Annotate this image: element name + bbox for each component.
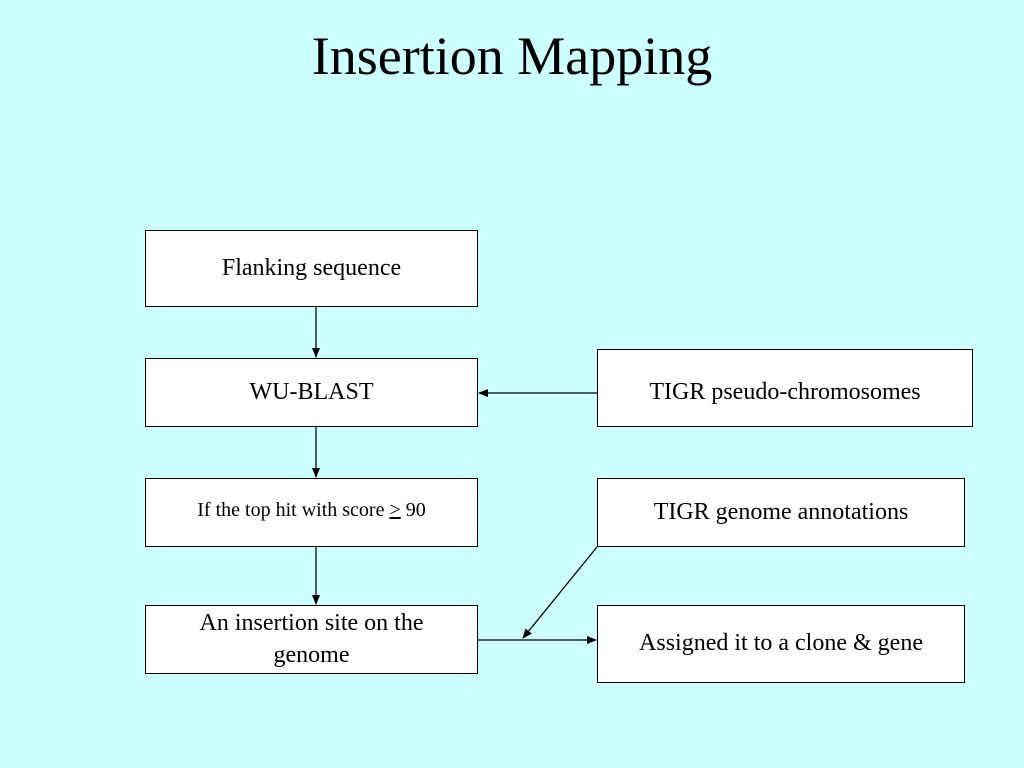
- wu-blast-label: WU-BLAST: [249, 378, 374, 405]
- top-hit-prefix: If the top hit with score: [197, 499, 390, 521]
- top-hit-condition-label: If the top hit with score > 90: [197, 497, 425, 523]
- tigr-genome-annotations-label: TIGR genome annotations: [653, 498, 909, 525]
- top-hit-condition-box: If the top hit with score > 90: [145, 478, 478, 547]
- insertion-site-line-1: An insertion site on the: [199, 610, 424, 637]
- arrow-annotations-to-join: [522, 546, 598, 639]
- assigned-clone-gene-box: Assigned it to a clone & gene: [597, 605, 965, 683]
- tigr-pseudo-chromosomes-label: TIGR pseudo-chromosomes: [649, 379, 921, 405]
- flanking-sequence-box: Flanking sequence: [145, 230, 478, 307]
- flanking-sequence-label: Flanking sequence: [221, 254, 402, 281]
- assigned-clone-gene-label: Assigned it to a clone & gene: [639, 630, 923, 657]
- slide-title: Insertion Mapping: [311, 26, 713, 86]
- wu-blast-box: WU-BLAST: [145, 358, 478, 427]
- tigr-pseudo-chromosomes-box: TIGR pseudo-chromosomes: [597, 349, 973, 427]
- greater-equal-symbol: >: [389, 499, 401, 521]
- tigr-genome-annotations-box: TIGR genome annotations: [597, 478, 965, 547]
- insertion-site-line-2: genome: [273, 641, 350, 668]
- top-hit-suffix: 90: [400, 499, 426, 521]
- insertion-site-label: An insertion site on the genome: [200, 608, 424, 670]
- insertion-site-box: An insertion site on the genome: [145, 605, 478, 674]
